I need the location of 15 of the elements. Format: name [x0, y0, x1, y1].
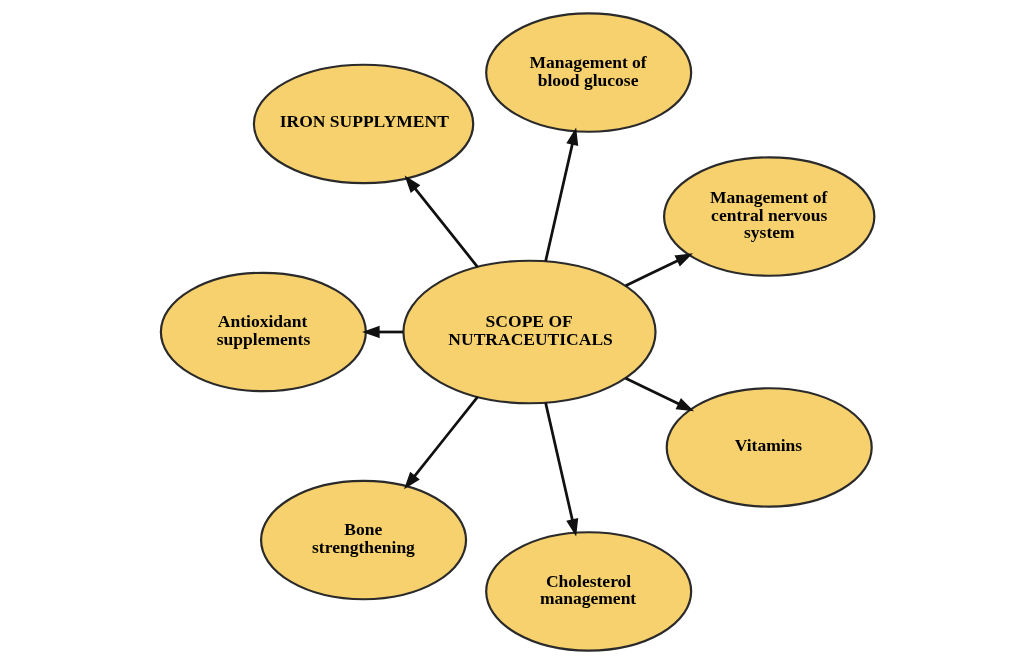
arrow [403, 395, 479, 489]
node-ellipse: IRON SUPPLYMENT [252, 63, 474, 184]
node-ellipse: Bone strengthening [259, 479, 467, 600]
arrow [543, 127, 578, 261]
arrow [624, 252, 693, 287]
node-ellipse: Management of blood glucose [484, 11, 692, 133]
arrow [543, 402, 578, 536]
node-ellipse: Management of central nervous system [662, 155, 875, 277]
arrow [361, 325, 403, 338]
node-ellipse: Cholesterol management [484, 530, 692, 652]
node-ellipse: Antioxidant supplements [159, 271, 367, 392]
arrow [404, 174, 479, 268]
arrow [624, 376, 694, 411]
node-ellipse: Vitamins [665, 386, 873, 508]
node-ellipse: SCOPE OF NUTRACEUTICALS [401, 259, 657, 404]
